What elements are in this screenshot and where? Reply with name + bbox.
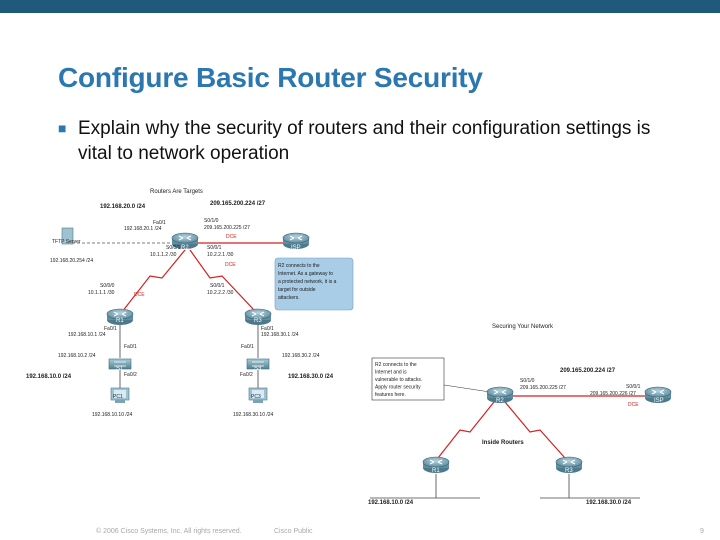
right-net-isp: 209.165.200.224 /27 [560, 368, 616, 374]
tftp-server-icon [61, 227, 74, 245]
r2-s010: S0/1/0 [204, 218, 219, 224]
left-callout-line: a protected network, it is a [278, 279, 337, 285]
net-r3-lan: 192.168.30.0 /24 [288, 374, 334, 380]
right-r2-s010-ip: 209.165.200.225 /27 [520, 385, 566, 391]
page-number: 9 [700, 528, 704, 535]
label-r2: R2 [181, 245, 189, 251]
left-callout-line: target for outside [278, 287, 316, 293]
left-callout-text: R2 connects to the Internet. As a gatewa… [278, 263, 338, 301]
r2-fa0-1-ip: 192.168.20.1 /24 [124, 226, 162, 232]
tftp-ip: 192.168.20.254 /24 [50, 258, 93, 264]
label-r3: R3 [254, 318, 262, 324]
net-r1-lan: 192.168.10.0 /24 [26, 374, 72, 380]
r2-s001-ip: 10.1.1.2 /30 [150, 252, 177, 258]
top-accent-bar [0, 0, 720, 13]
right-label-r2: R2 [496, 398, 504, 404]
left-callout-line: Internet. As a gateway to [278, 271, 333, 277]
right-callout-line: Internet and is [375, 370, 407, 376]
label-r1: R1 [116, 318, 124, 324]
r2-s001b-ip: 10.2.2.1 /30 [207, 252, 234, 258]
right-net-r3: 192.168.30.0 /24 [586, 500, 632, 506]
dce-r1: DCE [134, 292, 145, 298]
r3-fa01: Fa0/1 [261, 326, 274, 332]
footer-classification: Cisco Public [274, 528, 313, 535]
bullet-text: Explain why the security of routers and … [78, 118, 651, 164]
s3-fa02: Fa0/2 [240, 372, 253, 378]
left-callout-line: R2 connects to the [278, 263, 320, 269]
r3-s001-ip: 10.2.2.2 /30 [207, 290, 234, 296]
right-callout-line: Apply router security [375, 385, 421, 391]
r2-s010-ip: 209.165.200.225 /27 [204, 225, 250, 231]
right-isp-s001: S0/0/1 [626, 384, 641, 390]
right-callout-line: features here. [375, 392, 406, 398]
right-label-isp: ISP [654, 398, 664, 404]
net-r2-lan: 192.168.20.0 /24 [100, 204, 146, 210]
right-dce: DCE [628, 402, 639, 408]
link-r2-r1 [121, 249, 186, 313]
footer-copyright: © 2006 Cisco Systems, Inc. All rights re… [96, 528, 242, 535]
label-pc1: PC1 [113, 394, 123, 400]
dce-isp: DCE [226, 234, 237, 240]
s3-ip: 192.168.30.2 /24 [282, 353, 320, 359]
left-callout-box [274, 257, 354, 311]
pc3-ip: 192.168.30.10 /24 [233, 412, 274, 418]
left-callout-line: attackers. [278, 295, 300, 301]
right-link-r2-r3 [504, 401, 566, 459]
s1-fa02: Fa0/2 [124, 372, 137, 378]
label-s3: S3 [254, 366, 262, 372]
right-callout-line: vulnerable to attacks. [375, 377, 422, 383]
s1-ip: 192.168.10.2 /24 [58, 353, 96, 359]
r2-s001b: S0/0/1 [207, 245, 222, 251]
left-caption: Routers Are Targets [150, 189, 203, 195]
r1-fa01-ip: 192.168.10.1 /24 [68, 332, 106, 338]
label-isp: ISP [291, 245, 301, 251]
net-isp: 209.165.200.224 /27 [210, 201, 266, 207]
r1-s000: S0/0/0 [100, 283, 115, 289]
s1-fa01: Fa0/1 [124, 344, 137, 350]
pc1-ip: 192.168.10.10 /24 [92, 412, 133, 418]
r2-fa0-1: Fa0/1 [153, 220, 166, 226]
right-r2-s010: S0/1/0 [520, 378, 535, 384]
label-tftp: TFTP Server [52, 239, 81, 245]
r1-s000-ip: 10.1.1.1 /30 [88, 290, 115, 296]
right-caption: Securing Your Network [492, 324, 554, 330]
dce-r3: DCE [225, 262, 236, 268]
right-isp-s001-ip: 209.165.200.226 /27 [590, 391, 636, 397]
s3-fa01: Fa0/1 [241, 344, 254, 350]
right-callout-text: R2 connects to the Internet and is vulne… [375, 362, 424, 398]
bullet-item: ■ Explain why the security of routers an… [58, 116, 658, 166]
right-label-r3: R3 [565, 468, 573, 474]
right-callout-box [371, 357, 445, 401]
r3-fa01-ip: 192.168.30.1 /24 [261, 332, 299, 338]
label-pc3: PC3 [251, 394, 261, 400]
bullet-square-icon: ■ [58, 120, 67, 136]
right-callout-line: R2 connects to the [375, 362, 417, 368]
right-inside-label: Inside Routers [482, 440, 524, 446]
callout-pointer [443, 384, 491, 393]
right-label-r1: R1 [432, 468, 440, 474]
right-net-r1: 192.168.10.0 /24 [368, 500, 414, 506]
link-r2-r3 [189, 249, 257, 313]
r1-fa01: Fa0/1 [104, 326, 117, 332]
right-link-r2-r1 [437, 401, 495, 459]
r2-s001: S0/0/1 [166, 245, 181, 251]
r3-s001: S0/0/1 [210, 283, 225, 289]
slide-title: Configure Basic Router Security [58, 62, 483, 93]
label-s1: S1 [116, 366, 124, 372]
